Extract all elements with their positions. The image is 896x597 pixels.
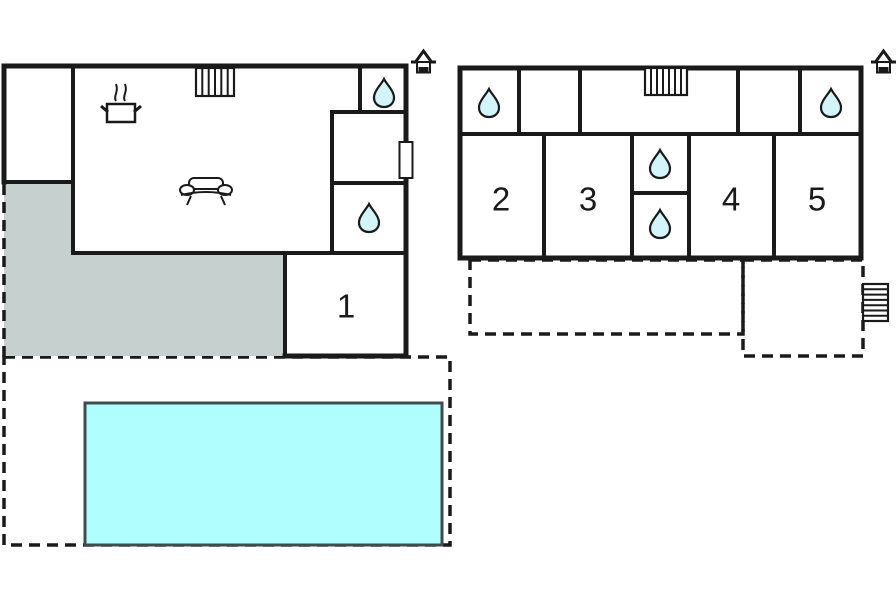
terrace-building-a [4,182,285,356]
stairs-icon [194,66,236,98]
terrace-building-b-light [468,258,745,336]
room-3-label: 3 [579,181,597,218]
room-5-label: 5 [808,181,826,218]
terrace-building-b-dark [741,258,865,358]
building-b: 2 3 4 5 [457,49,896,261]
room-4-label: 4 [722,181,740,218]
swimming-pool [83,401,444,547]
stairs-icon [643,66,689,97]
house-marker-icon [869,49,896,74]
cooking-pot-icon [100,83,142,124]
room-1-label: 1 [337,288,355,325]
exterior-steps-icon [861,282,890,323]
window [398,141,414,179]
outdoor-areas [2,182,890,547]
building-a-walls [1,63,409,359]
building-a: 1 [1,49,438,359]
room-2-label: 2 [492,181,510,218]
house-marker-icon [409,49,438,74]
sofa-icon [179,177,233,206]
building-a-floor [4,66,408,358]
